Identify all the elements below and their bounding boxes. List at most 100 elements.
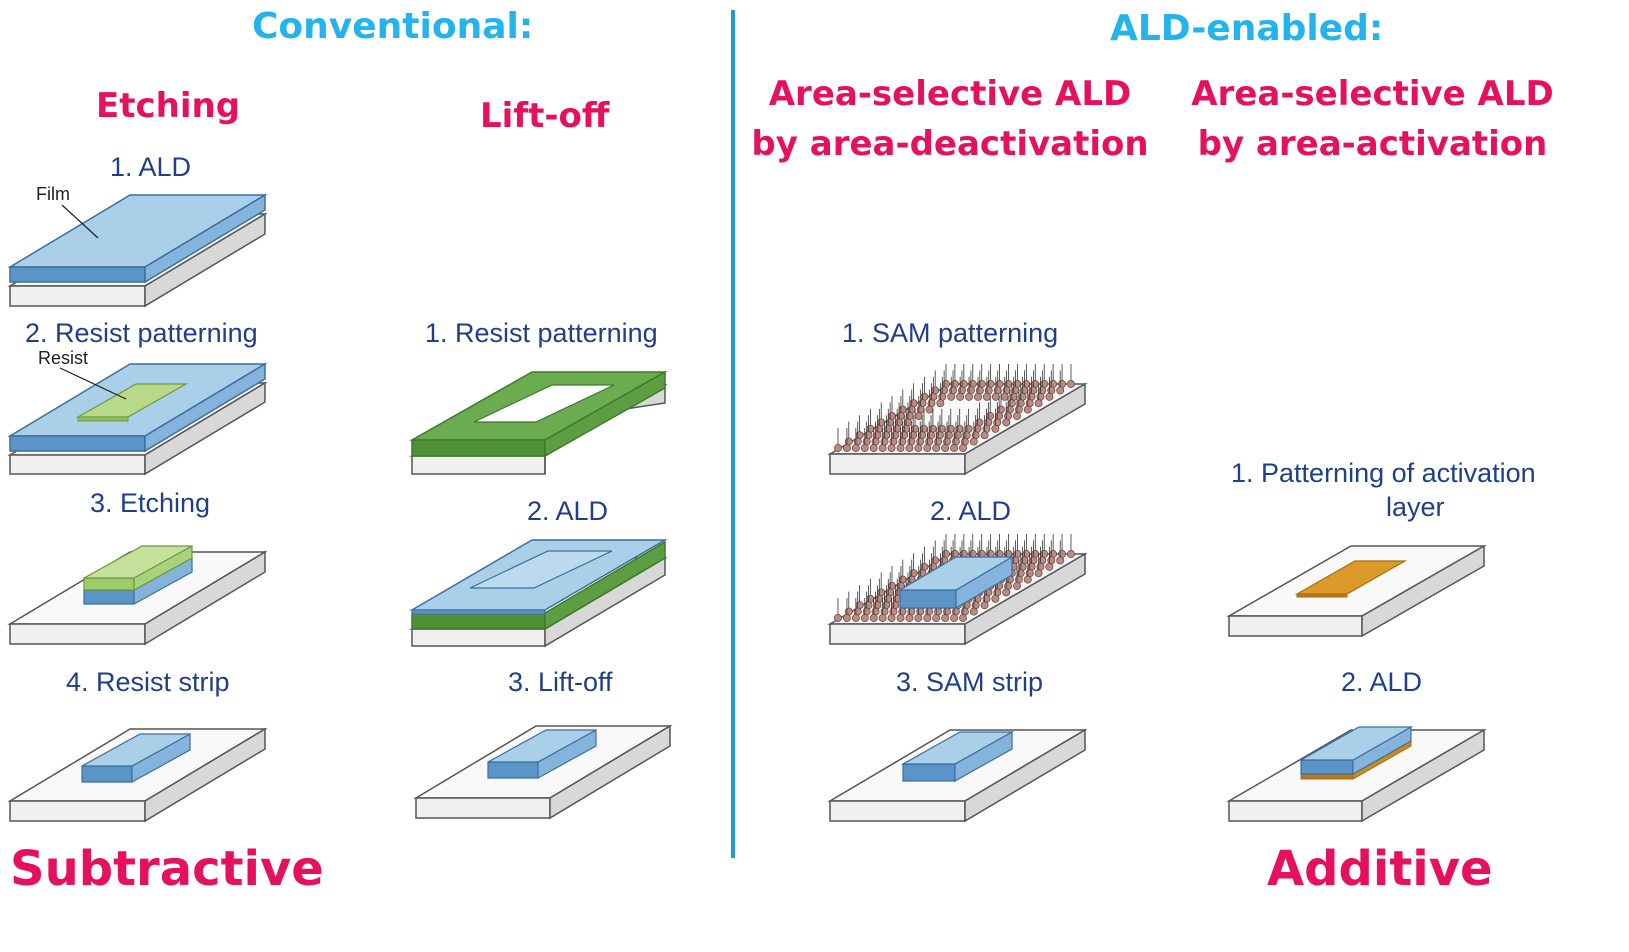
sam-head <box>834 614 842 622</box>
label-subtractive: Subtractive <box>10 841 324 897</box>
sam-head <box>1002 588 1011 597</box>
deactivation-step2-illustration <box>827 534 1088 646</box>
step-etching-4: 4. Resist strip <box>66 667 230 697</box>
step-liftoff-2: 2. ALD <box>527 496 609 526</box>
step-deactivation-3: 3. SAM strip <box>896 667 1044 697</box>
sam-head <box>914 444 923 452</box>
column-title-deactivation-line2: by area-deactivation <box>751 124 1149 164</box>
sam-head <box>941 614 950 622</box>
sam-head <box>1056 556 1065 565</box>
sam-head <box>842 444 851 452</box>
sam-head <box>1013 412 1021 420</box>
sam-head <box>923 614 932 622</box>
heading-conventional: Conventional: <box>252 6 534 47</box>
step-etching-2: 2. Resist patterning <box>25 318 258 348</box>
sam-head <box>896 614 905 622</box>
sam-head <box>956 392 965 401</box>
sam-head <box>834 444 842 452</box>
sam-head <box>1067 550 1075 558</box>
sam-head <box>842 614 851 622</box>
etching-step4-illustration <box>7 727 268 823</box>
liftoff-step1-illustration <box>409 370 668 475</box>
etching-step2-illustration <box>7 362 268 476</box>
sam-head <box>932 614 941 622</box>
sam-head <box>950 444 959 452</box>
heading-ald-enabled: ALD-enabled: <box>1110 8 1384 49</box>
sam-head <box>878 614 887 622</box>
deactivation-step1-illustration <box>827 364 1088 476</box>
sam-head <box>959 444 967 452</box>
sam-head <box>936 399 945 408</box>
sam-head <box>991 424 1000 433</box>
sam-head <box>860 614 869 622</box>
sam-head <box>969 437 978 446</box>
sam-head <box>1023 575 1032 584</box>
sam-head <box>851 614 860 622</box>
sam-head <box>914 412 923 420</box>
column-title-activation-line1: Area-selective ALD <box>1191 74 1554 114</box>
sam-head <box>851 444 860 452</box>
sam-head <box>965 392 973 401</box>
sam-head <box>1067 380 1075 388</box>
sam-head <box>1002 418 1011 427</box>
sam-head <box>923 444 932 452</box>
step-liftoff-3: 3. Lift-off <box>508 667 613 697</box>
sam-head <box>914 614 923 622</box>
sam-head <box>905 444 914 452</box>
sam-head <box>950 614 959 622</box>
sam-head <box>925 405 934 414</box>
sam-head <box>959 614 967 622</box>
step-deactivation-1: 1. SAM patterning <box>842 318 1059 348</box>
label-additive: Additive <box>1267 841 1493 897</box>
sam-head <box>869 614 878 622</box>
step-etching-1: 1. ALD <box>110 152 192 182</box>
sam-molecules-step1 <box>834 364 1075 452</box>
sam-head <box>991 392 1000 401</box>
sam-head <box>905 614 914 622</box>
sam-head <box>1013 582 1021 590</box>
step-activation-1-line2: layer <box>1386 492 1445 522</box>
step-etching-3: 3. Etching <box>90 488 211 518</box>
sam-head <box>860 444 869 452</box>
sam-head <box>941 444 950 452</box>
sam-head <box>980 431 989 440</box>
sam-head <box>1045 562 1054 571</box>
sam-head <box>1023 405 1032 414</box>
sam-head <box>896 444 905 452</box>
sam-head <box>969 607 978 616</box>
column-title-deactivation-line1: Area-selective ALD <box>768 74 1132 114</box>
sam-head <box>878 444 887 452</box>
sam-head <box>982 392 991 401</box>
sam-molecules-step2 <box>834 534 1075 622</box>
step-activation-1: 1. Patterning of activation <box>1231 458 1536 488</box>
liftoff-step2-illustration <box>409 539 668 648</box>
step-liftoff-1: 1. Resist patterning <box>425 318 658 348</box>
sam-head <box>932 444 941 452</box>
sam-head <box>1000 392 1009 401</box>
sam-head <box>887 444 896 452</box>
sam-head <box>1045 392 1054 401</box>
sam-head <box>1056 386 1065 395</box>
column-title-liftoff: Lift-off <box>480 96 610 136</box>
sam-head <box>1034 569 1043 578</box>
liftoff-step3-illustration <box>413 724 673 820</box>
etching-step3-illustration <box>7 544 268 646</box>
column-title-activation-line2: by area-activation <box>1197 124 1548 164</box>
sam-head <box>869 444 878 452</box>
sam-head <box>974 392 982 401</box>
step-deactivation-2: 2. ALD <box>930 496 1012 526</box>
sam-head <box>947 392 956 401</box>
step-activation-2: 2. ALD <box>1341 667 1423 697</box>
deactivation-step3-illustration <box>827 728 1088 823</box>
sam-head <box>1034 399 1043 408</box>
label-resist: Resist <box>38 348 89 368</box>
sam-head <box>887 614 896 622</box>
etching-step1-illustration <box>7 193 268 308</box>
activation-step1-illustration <box>1226 544 1487 638</box>
column-title-etching: Etching <box>96 86 241 126</box>
sam-head <box>991 594 1000 603</box>
label-film: Film <box>36 184 70 204</box>
activation-step2-illustration <box>1226 725 1487 823</box>
sam-head <box>980 601 989 610</box>
